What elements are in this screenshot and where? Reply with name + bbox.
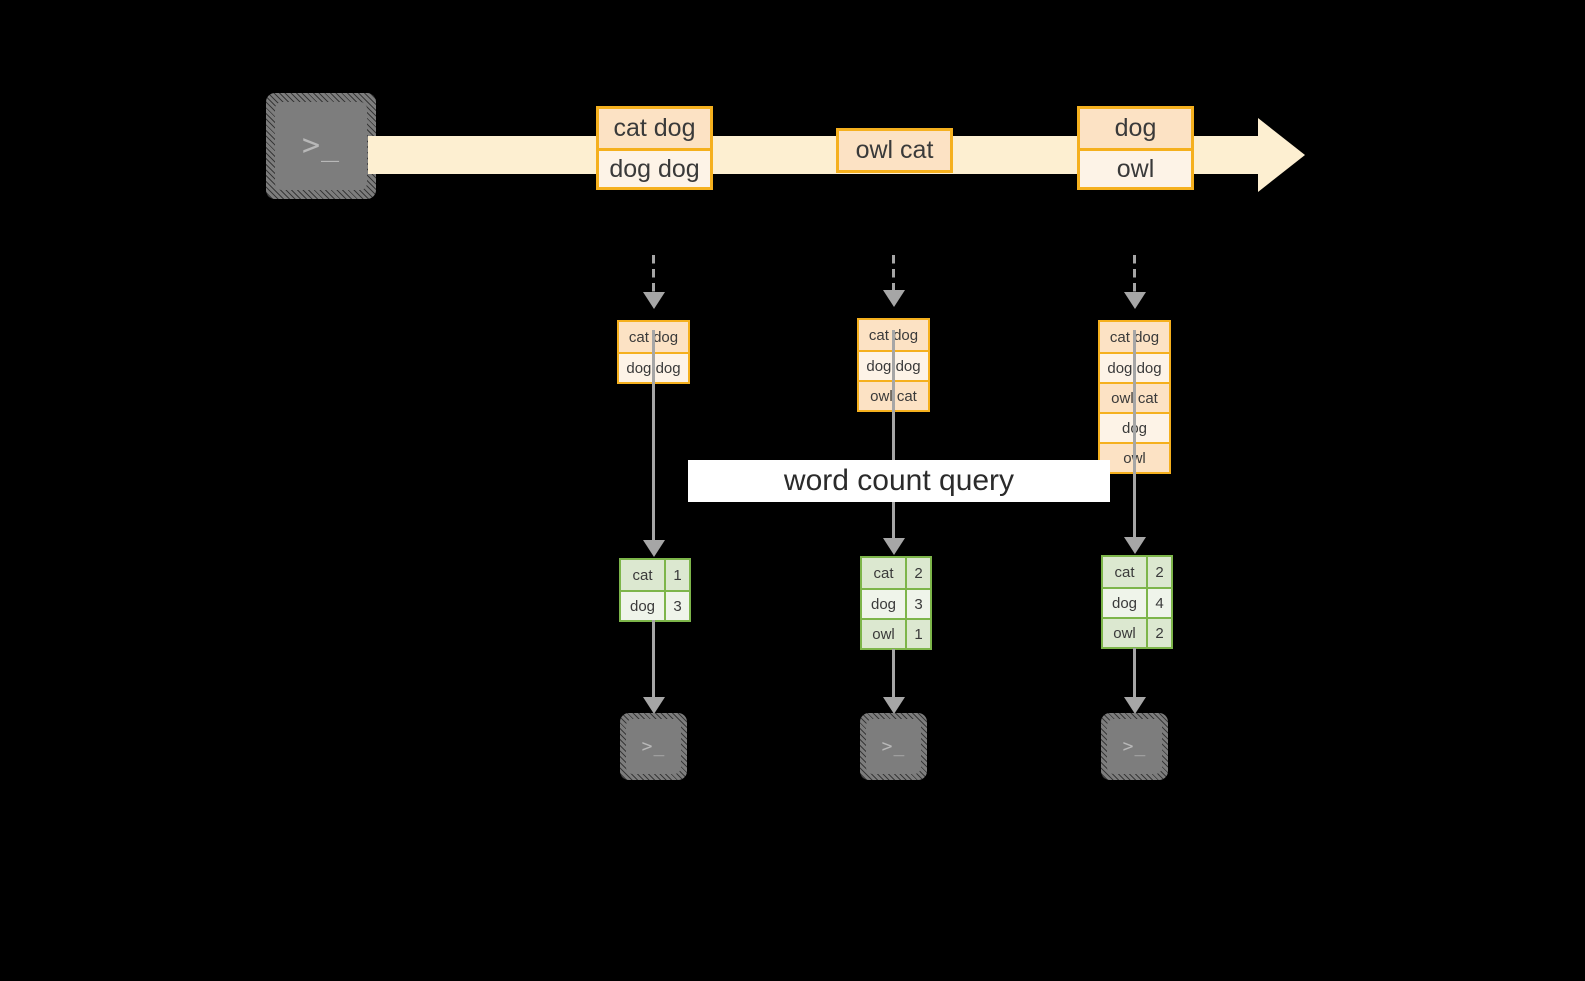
stream-event-line: owl	[1080, 148, 1191, 187]
terminal-prompt-glyph: >_	[641, 735, 666, 757]
terminal-screen: >_	[275, 102, 367, 190]
result-word: cat	[1103, 557, 1146, 587]
stream-event-box: owl cat	[836, 128, 953, 173]
result-count: 3	[905, 590, 930, 618]
stream-event-line: dog	[1080, 109, 1191, 148]
sink-flow-line	[1133, 648, 1136, 699]
terminal-prompt-glyph: >_	[1122, 735, 1147, 757]
table-row: dog 4	[1103, 587, 1171, 617]
sink-flow-line	[652, 620, 655, 699]
snapshot-trigger-arrowhead	[1124, 292, 1146, 309]
result-table: cat 2 dog 3 owl 1	[860, 556, 932, 650]
table-row: cat 2	[862, 558, 930, 588]
result-count: 2	[1146, 557, 1171, 587]
snapshot-trigger-line	[652, 255, 655, 297]
result-word: dog	[621, 592, 664, 620]
query-label-text: word count query	[783, 464, 1015, 497]
result-word: owl	[1103, 619, 1146, 647]
query-flow-line	[652, 330, 655, 542]
query-flow-arrowhead	[1124, 537, 1146, 554]
snapshot-trigger-arrowhead	[883, 290, 905, 307]
terminal-screen: >_	[866, 719, 921, 774]
stream-event-box: dog owl	[1077, 106, 1194, 190]
result-count: 2	[1146, 619, 1171, 647]
query-flow-line	[892, 330, 895, 540]
result-word: dog	[862, 590, 905, 618]
sink-flow-line	[892, 649, 895, 699]
terminal-prompt-glyph: >_	[881, 735, 906, 757]
terminal-prompt-glyph: >_	[301, 127, 341, 163]
snapshot-trigger-line	[892, 255, 895, 295]
table-row: dog 3	[862, 588, 930, 618]
result-table: cat 2 dog 4 owl 2	[1101, 555, 1173, 649]
stream-arrow-head	[1258, 118, 1305, 192]
stream-event-line: cat dog	[599, 109, 710, 148]
stream-event-box: cat dog dog dog	[596, 106, 713, 190]
terminal-screen: >_	[1107, 719, 1162, 774]
query-flow-line	[1133, 330, 1136, 539]
result-count: 2	[905, 558, 930, 588]
stream-event-line: owl cat	[839, 131, 950, 170]
result-count: 3	[664, 592, 689, 620]
sink-flow-arrowhead	[643, 697, 665, 714]
sink-terminal-icon: >_	[860, 713, 927, 780]
result-count: 4	[1146, 589, 1171, 617]
query-flow-arrowhead	[883, 538, 905, 555]
result-word: cat	[862, 558, 905, 588]
query-label-band: word count query	[688, 460, 1110, 502]
stream-event-line: dog dog	[599, 148, 710, 187]
source-terminal-icon: >_	[266, 93, 376, 199]
result-count: 1	[664, 560, 689, 590]
snapshot-trigger-arrowhead	[643, 292, 665, 309]
snapshot-trigger-line	[1133, 255, 1136, 297]
table-row: dog 3	[621, 590, 689, 620]
sink-flow-arrowhead	[883, 697, 905, 714]
query-flow-arrowhead	[643, 540, 665, 557]
result-table: cat 1 dog 3	[619, 558, 691, 622]
table-row: cat 1	[621, 560, 689, 590]
sink-terminal-icon: >_	[620, 713, 687, 780]
sink-flow-arrowhead	[1124, 697, 1146, 714]
result-word: cat	[621, 560, 664, 590]
table-row: owl 2	[1103, 617, 1171, 647]
table-row: owl 1	[862, 618, 930, 648]
sink-terminal-icon: >_	[1101, 713, 1168, 780]
result-word: dog	[1103, 589, 1146, 617]
result-word: owl	[862, 620, 905, 648]
table-row: cat 2	[1103, 557, 1171, 587]
result-count: 1	[905, 620, 930, 648]
terminal-screen: >_	[626, 719, 681, 774]
